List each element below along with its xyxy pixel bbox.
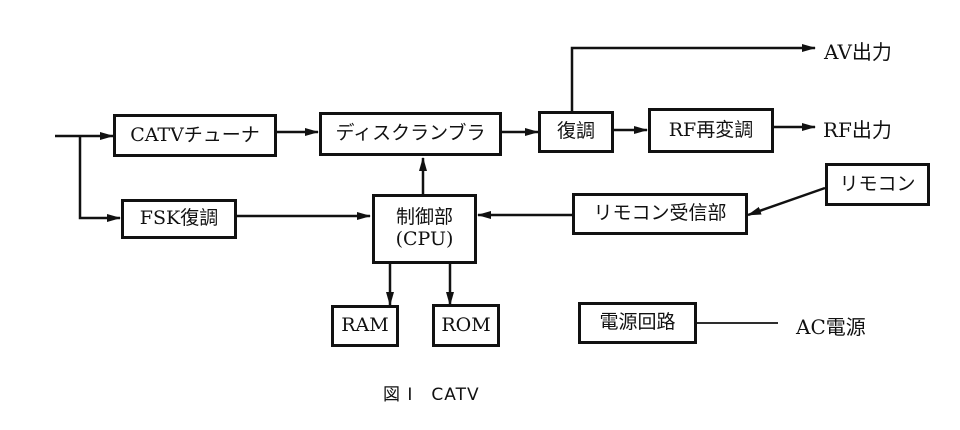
block-power-circuit: 電源回路	[578, 302, 697, 344]
block-rf-remod: RF再変調	[648, 108, 774, 153]
cpu-label-line2: (CPU)	[395, 228, 454, 250]
label-ac-power: AC電源	[796, 315, 866, 339]
block-descrambler: ディスクランブラ	[319, 112, 502, 156]
figure-caption: 図 I CATV	[383, 385, 480, 405]
edge-input-to-fsk	[78, 136, 121, 222]
block-demod: 復調	[538, 111, 614, 153]
edge-remote-to-receiver	[747, 186, 826, 217]
block-rom: ROM	[432, 304, 500, 347]
label-av-out: AV出力	[824, 40, 892, 64]
cpu-label-line1: 制御部	[395, 206, 453, 229]
block-fsk-demod: FSK復調	[121, 199, 237, 239]
block-remote-receiver: リモコン受信部	[572, 193, 748, 235]
block-cpu: 制御部 (CPU)	[372, 194, 477, 264]
block-remote: リモコン	[825, 163, 930, 206]
block-catv-tuner: CATVチューナ	[113, 114, 277, 157]
label-rf-out: RF出力	[823, 118, 892, 142]
edge-demod-to-av-out	[570, 44, 816, 111]
block-ram: RAM	[331, 305, 399, 347]
